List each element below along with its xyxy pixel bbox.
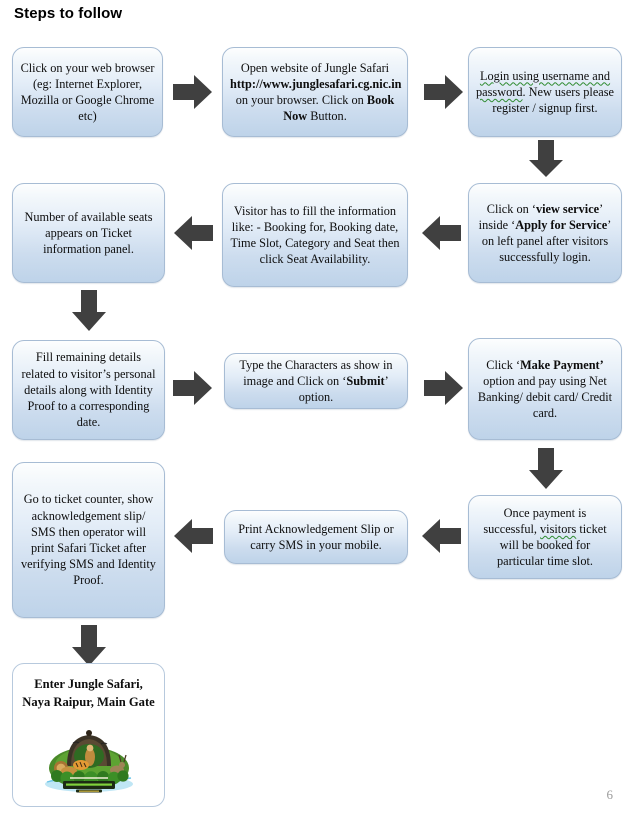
flow-box-text: Visitor has to fill the information like… <box>230 203 400 267</box>
flow-box-text: Click ‘Make Payment’ option and pay usin… <box>477 357 613 421</box>
arrow-down-icon <box>69 625 109 667</box>
arrow-right-icon <box>173 368 213 408</box>
flow-box-step-5-fill-information: Visitor has to fill the information like… <box>222 183 408 287</box>
flow-box-text: Type the Characters as show in image and… <box>239 357 393 405</box>
arrow-down-icon <box>69 290 109 332</box>
flow-box-text: Number of available seats appears on Tic… <box>24 209 153 257</box>
flow-box-text: Fill remaining details related to visito… <box>21 350 156 430</box>
flow-box-step-1-open-browser: Click on your web browser (eg: Internet … <box>12 47 163 137</box>
flow-box-step-8-type-characters: Type the Characters as show in image and… <box>224 353 408 409</box>
jungle-safari-logo <box>43 724 135 796</box>
arrow-left-icon <box>172 213 214 253</box>
flow-box-step-12-ticket-counter: Go to ticket counter, show acknowledgeme… <box>12 462 165 618</box>
flow-box-text: Click on your web browser (eg: Internet … <box>20 60 155 124</box>
flow-box-text: Go to ticket counter, show acknowledgeme… <box>21 492 156 588</box>
flow-box-step-6-seats-available: Number of available seats appears on Tic… <box>12 183 165 283</box>
arrow-right-icon <box>173 72 213 112</box>
flow-box-text: Once payment is successful, visitors tic… <box>483 505 607 569</box>
flow-box-step-9-make-payment: Click ‘Make Payment’ option and pay usin… <box>468 338 622 440</box>
arrow-left-icon <box>172 516 214 556</box>
flow-box-text: Print Acknowledgement Slip or carry SMS … <box>238 521 394 552</box>
arrow-left-icon <box>420 516 462 556</box>
flow-box-step-10-payment-successful: Once payment is successful, visitors tic… <box>468 495 622 579</box>
arrow-right-icon <box>424 72 464 112</box>
flow-box-step-4-view-service: Click on ‘view service’ inside ‘Apply fo… <box>468 183 622 283</box>
arrow-down-icon <box>526 448 566 490</box>
flow-box-text: Click on ‘view service’ inside ‘Apply fo… <box>478 201 612 265</box>
flow-box-step-7-fill-remaining-details: Fill remaining details related to visito… <box>12 340 165 440</box>
arrow-left-icon <box>420 213 462 253</box>
arrow-down-icon <box>526 140 566 178</box>
arrow-right-icon <box>424 368 464 408</box>
flow-box-step-3-login: Login using username and password. New u… <box>468 47 622 137</box>
flow-box-step-11-print-slip: Print Acknowledgement Slip or carry SMS … <box>224 510 408 564</box>
flow-box-text: Open website of Jungle Safari http://www… <box>230 60 402 124</box>
flow-box-text: Login using username and password. New u… <box>476 68 614 116</box>
page-number: 6 <box>606 787 614 802</box>
page-title: Steps to follow <box>14 5 123 22</box>
flow-box-text: Enter Jungle Safari, Naya Raipur, Main G… <box>22 677 155 709</box>
flow-box-step-2-open-website: Open website of Jungle Safari http://www… <box>222 47 408 137</box>
